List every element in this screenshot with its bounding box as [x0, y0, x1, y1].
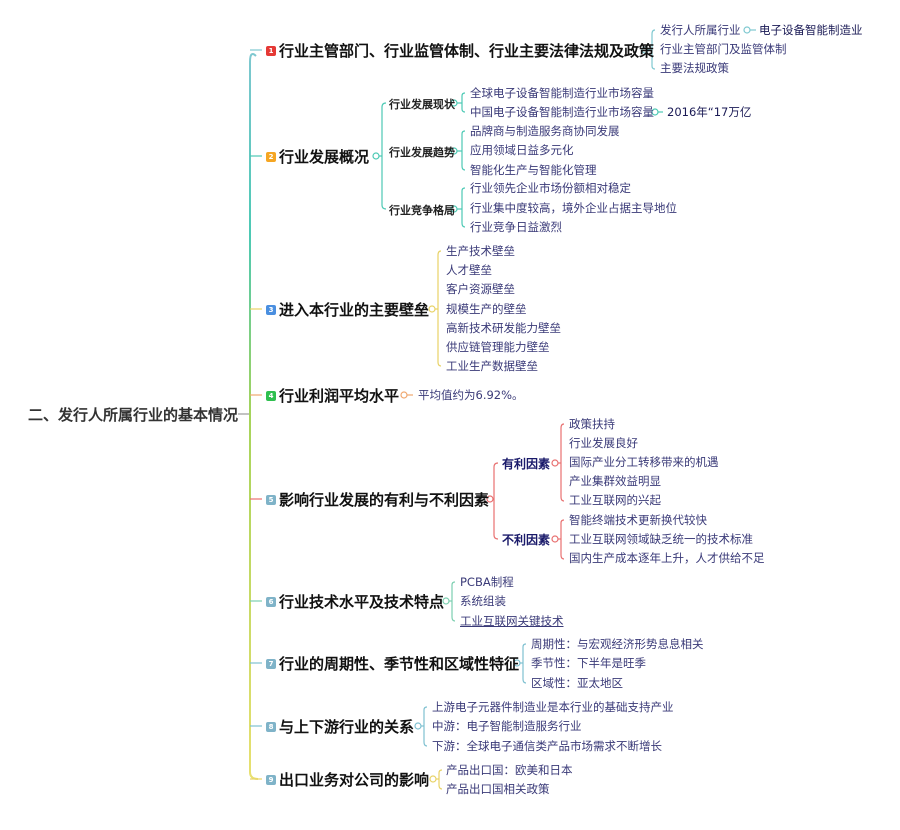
branch-1-label: 行业主管部门、行业监管体制、行业主要法律法规及政策 [279, 42, 655, 60]
leaf-1-2[interactable]: 行业主管部门及监管体制 [660, 42, 787, 56]
group-5-1[interactable]: 有利因素 [502, 457, 551, 471]
leaf-2-3-1[interactable]: 行业领先企业市场份额相对稳定 [470, 181, 631, 195]
leaf-1-1[interactable]: 发行人所属行业 [660, 23, 741, 37]
leaf-2-1-2-1[interactable]: 2016年“17万亿 [667, 105, 752, 119]
leaf-5-1-1[interactable]: 政策扶持 [569, 417, 615, 431]
leaf-7-1[interactable]: 周期性：与宏观经济形势息息相关 [531, 637, 704, 651]
leaf-5-1-5[interactable]: 工业互联网的兴起 [569, 493, 661, 507]
root-label: 二、发行人所属行业的基本情况 [28, 406, 239, 424]
leaf-1-3[interactable]: 主要法规政策 [660, 61, 729, 75]
leaf-3-1[interactable]: 生产技术壁垒 [446, 244, 515, 258]
priority-1-icon: 1 [266, 45, 276, 56]
leaf-4-1[interactable]: 平均值约为6.92%。 [418, 388, 524, 402]
leaf-5-1-2[interactable]: 行业发展良好 [569, 436, 638, 450]
leaf-5-1-4[interactable]: 产业集群效益明显 [569, 474, 661, 488]
leaf-5-1-3[interactable]: 国际产业分工转移带来的机遇 [569, 455, 719, 469]
group-2-2[interactable]: 行业发展趋势 [389, 146, 455, 159]
branch-3-label: 进入本行业的主要壁垒 [279, 301, 430, 319]
priority-2-icon: 2 [266, 151, 276, 162]
leaf-3-5[interactable]: 高新技术研发能力壁垒 [446, 321, 561, 335]
leaf-2-1-2[interactable]: 中国电子设备智能制造行业市场容量 [470, 105, 654, 119]
priority-7-icon: 7 [266, 658, 276, 669]
leaf-9-1[interactable]: 产品出口国：欧美和日本 [446, 763, 573, 777]
leaf-7-2[interactable]: 季节性：下半年是旺季 [531, 656, 646, 670]
leaf-3-4[interactable]: 规模生产的壁垒 [446, 302, 527, 316]
leaf-3-2[interactable]: 人才壁垒 [446, 263, 492, 277]
group-2-3[interactable]: 行业竞争格局 [389, 204, 455, 217]
priority-6-icon: 6 [266, 596, 276, 607]
leaf-2-3-2[interactable]: 行业集中度较高，境外企业占据主导地位 [470, 201, 677, 215]
branch-7-label: 行业的周期性、季节性和区域性特征 [279, 655, 520, 673]
root-node[interactable]: 二、发行人所属行业的基本情况 [28, 404, 238, 425]
group-5-2[interactable]: 不利因素 [502, 533, 551, 547]
branch-4-label: 行业利润平均水平 [279, 387, 400, 405]
branch-6-node[interactable]: 6 行业技术水平及技术特点 [266, 591, 444, 612]
branch-2-node[interactable]: 2 行业发展概况 [266, 146, 369, 167]
branch-6-label: 行业技术水平及技术特点 [279, 593, 445, 611]
branch-3-node[interactable]: 3 进入本行业的主要壁垒 [266, 299, 429, 320]
branch-2-label: 行业发展概况 [279, 148, 370, 166]
leaf-2-1-1[interactable]: 全球电子设备智能制造行业市场容量 [470, 86, 654, 100]
leaf-6-2[interactable]: 系统组装 [460, 594, 506, 608]
branch-7-node[interactable]: 7 行业的周期性、季节性和区域性特征 [266, 653, 519, 674]
branch-1-node[interactable]: 1 行业主管部门、行业监管体制、行业主要法律法规及政策 [266, 40, 654, 61]
leaf-8-1[interactable]: 上游电子元器件制造业是本行业的基础支持产业 [432, 700, 674, 714]
branch-5-node[interactable]: 5 影响行业发展的有利与不利因素 [266, 489, 489, 510]
leaf-3-6[interactable]: 供应链管理能力壁垒 [446, 340, 550, 354]
leaf-3-3[interactable]: 客户资源壁垒 [446, 282, 515, 296]
leaf-2-3-3[interactable]: 行业竞争日益激烈 [470, 220, 562, 234]
leaf-6-3-link[interactable]: 工业互联网关键技术 [460, 614, 564, 628]
branch-4-node[interactable]: 4 行业利润平均水平 [266, 385, 399, 406]
leaf-2-2-1[interactable]: 品牌商与制造服务商协同发展 [470, 124, 620, 138]
leaf-5-2-2[interactable]: 工业互联网领域缺乏统一的技术标准 [569, 532, 753, 546]
priority-8-icon: 8 [266, 721, 276, 732]
priority-5-icon: 5 [266, 494, 276, 505]
leaf-5-2-3[interactable]: 国内生产成本逐年上升，人才供给不足 [569, 551, 765, 565]
priority-3-icon: 3 [266, 304, 276, 315]
leaf-3-7[interactable]: 工业生产数据壁垒 [446, 359, 538, 373]
leaf-1-1-1[interactable]: 电子设备智能制造业 [759, 23, 863, 37]
leaf-8-3[interactable]: 下游：全球电子通信类产品市场需求不断增长 [432, 739, 662, 753]
leaf-7-3[interactable]: 区域性：亚太地区 [531, 676, 623, 690]
leaf-5-2-1[interactable]: 智能终端技术更新换代较快 [569, 513, 707, 527]
priority-9-icon: 9 [266, 774, 276, 785]
leaf-2-2-2[interactable]: 应用领域日益多元化 [470, 143, 574, 157]
priority-4-icon: 4 [266, 390, 276, 401]
branch-5-label: 影响行业发展的有利与不利因素 [279, 491, 490, 509]
leaf-2-2-3[interactable]: 智能化生产与智能化管理 [470, 163, 597, 177]
branch-9-label: 出口业务对公司的影响 [279, 771, 430, 789]
group-2-1[interactable]: 行业发展现状 [389, 98, 455, 111]
leaf-8-2[interactable]: 中游：电子智能制造服务行业 [432, 719, 582, 733]
branch-8-node[interactable]: 8 与上下游行业的关系 [266, 716, 414, 737]
leaf-9-2[interactable]: 产品出口国相关政策 [446, 782, 550, 796]
branch-9-node[interactable]: 9 出口业务对公司的影响 [266, 769, 429, 790]
branch-8-label: 与上下游行业的关系 [279, 718, 415, 736]
leaf-6-1[interactable]: PCBA制程 [460, 575, 514, 589]
